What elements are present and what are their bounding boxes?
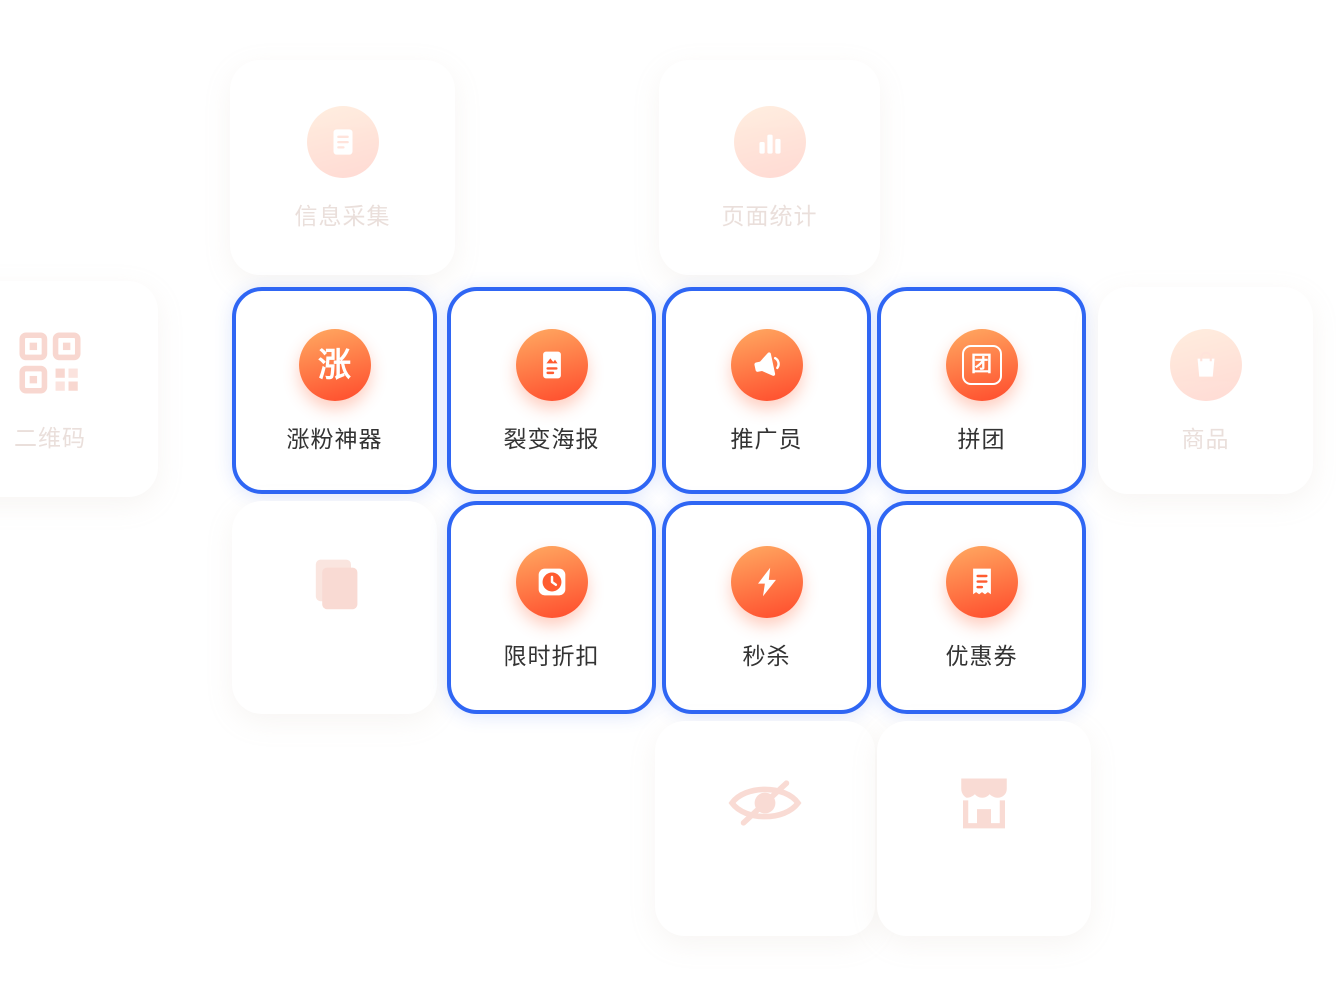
poster-icon — [515, 328, 588, 401]
storefront-icon — [949, 768, 1019, 838]
card-label: 页面统计 — [721, 202, 818, 229]
coupon-icon — [945, 545, 1018, 618]
tuan-character: 团 — [961, 344, 1002, 385]
zhang-badge-icon: 涨 — [298, 328, 371, 401]
megaphone-icon — [730, 328, 803, 401]
card-flash-sale[interactable]: 秒杀 — [662, 501, 871, 714]
card-label: 秒杀 — [742, 642, 791, 669]
card-goods[interactable]: 商品 — [1098, 287, 1313, 494]
zhang-character: 涨 — [318, 346, 351, 383]
card-label: 限时折扣 — [503, 642, 600, 669]
stats-icon — [733, 105, 806, 178]
card-label: 商品 — [1181, 425, 1230, 452]
card-qrcode[interactable]: 二维码 — [0, 281, 158, 497]
card-coupon[interactable]: 优惠券 — [877, 501, 1086, 714]
card-label: 推广员 — [730, 425, 803, 452]
card-label: 信息采集 — [294, 202, 391, 229]
goods-icon — [1169, 328, 1242, 401]
card-group-buy[interactable]: 团 拼团 — [877, 287, 1086, 494]
eye-off-icon — [725, 770, 805, 836]
card-label: 裂变海报 — [503, 425, 600, 452]
card-info-collection[interactable]: 信息采集 — [230, 60, 455, 275]
card-page-stats[interactable]: 页面统计 — [659, 60, 880, 275]
card-pages[interactable] — [232, 501, 437, 714]
card-fans-growth[interactable]: 涨 涨粉神器 — [232, 287, 437, 494]
pages-icon — [303, 550, 367, 614]
card-label: 优惠券 — [945, 642, 1018, 669]
qrcode-icon — [13, 326, 87, 400]
tuan-badge-icon: 团 — [945, 328, 1018, 401]
form-icon — [306, 105, 379, 178]
card-fission-poster[interactable]: 裂变海报 — [447, 287, 656, 494]
lightning-icon — [730, 545, 803, 618]
clock-icon — [515, 545, 588, 618]
card-label: 涨粉神器 — [286, 425, 383, 452]
card-label: 拼团 — [957, 425, 1006, 452]
card-storefront[interactable] — [877, 721, 1091, 936]
card-promoter[interactable]: 推广员 — [662, 287, 871, 494]
card-limited-discount[interactable]: 限时折扣 — [447, 501, 656, 714]
card-hidden-feature[interactable] — [655, 721, 875, 936]
card-label: 二维码 — [14, 425, 86, 451]
